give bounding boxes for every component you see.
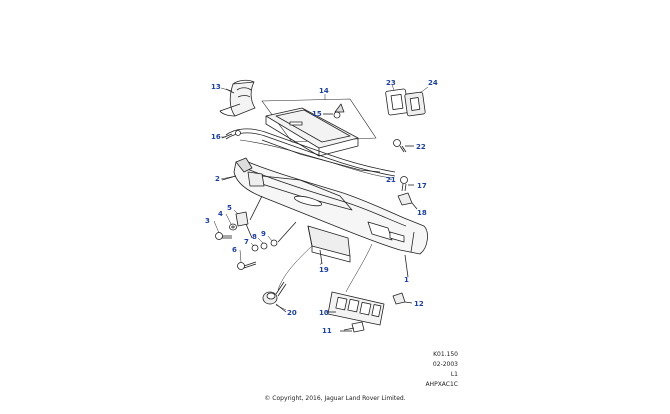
gasket-part-23 <box>385 88 409 116</box>
callout-9: 9 <box>261 230 266 238</box>
screw-part-17 <box>400 176 414 192</box>
gasket-part-24 <box>404 91 426 117</box>
callout-22: 22 <box>416 143 426 151</box>
callout-2: 2 <box>215 175 220 183</box>
callout-3: 3 <box>205 217 210 225</box>
callout-24: 24 <box>428 79 438 87</box>
illustration-id: AHPXAC1C <box>425 381 458 388</box>
callout-7: 7 <box>244 238 249 246</box>
callout-21: 21 <box>386 176 396 184</box>
reference-code: K01.150 <box>433 351 458 358</box>
callout-6: 6 <box>232 246 237 254</box>
reference-level: L1 <box>450 371 458 378</box>
callout-13: 13 <box>211 83 221 91</box>
console-body-part-1 <box>221 157 428 278</box>
screw-part-11 <box>340 321 365 333</box>
callout-5: 5 <box>227 204 232 212</box>
screw-part-22 <box>393 139 414 153</box>
callout-17: 17 <box>417 182 427 190</box>
callout-14: 14 <box>319 87 329 95</box>
reference-date: 02-2003 <box>432 361 458 368</box>
callout-4: 4 <box>218 210 223 218</box>
callout-16: 16 <box>211 133 221 141</box>
vent-duct-part-13 <box>219 79 256 117</box>
callout-19: 19 <box>319 266 329 274</box>
callout-18: 18 <box>417 209 427 217</box>
copyright-notice: © Copyright, 2016, Jaguar Land Rover Lim… <box>264 395 406 402</box>
insert-part-19 <box>307 225 351 265</box>
clip-nut-part-18 <box>397 192 418 210</box>
callout-8: 8 <box>252 233 257 241</box>
callout-1: 1 <box>404 276 409 284</box>
switch-panel-part-10 <box>277 243 385 326</box>
console-tray-part-14 <box>239 98 393 179</box>
knob-part-20 <box>262 281 287 313</box>
callout-12: 12 <box>414 300 424 308</box>
callout-labels: 1 2 3 4 5 6 7 8 9 10 11 12 13 14 15 16 1… <box>205 79 438 335</box>
callout-10: 10 <box>319 309 329 317</box>
bracket-rail-part-16 <box>221 128 396 177</box>
callout-15: 15 <box>312 110 322 118</box>
callout-20: 20 <box>287 309 297 317</box>
clip-part-12 <box>392 292 413 305</box>
callout-11: 11 <box>322 327 332 335</box>
clip-part-15 <box>323 103 345 119</box>
small-hardware-parts-3-9 <box>215 195 297 270</box>
leader-lines <box>213 84 429 311</box>
callout-23: 23 <box>386 79 396 87</box>
